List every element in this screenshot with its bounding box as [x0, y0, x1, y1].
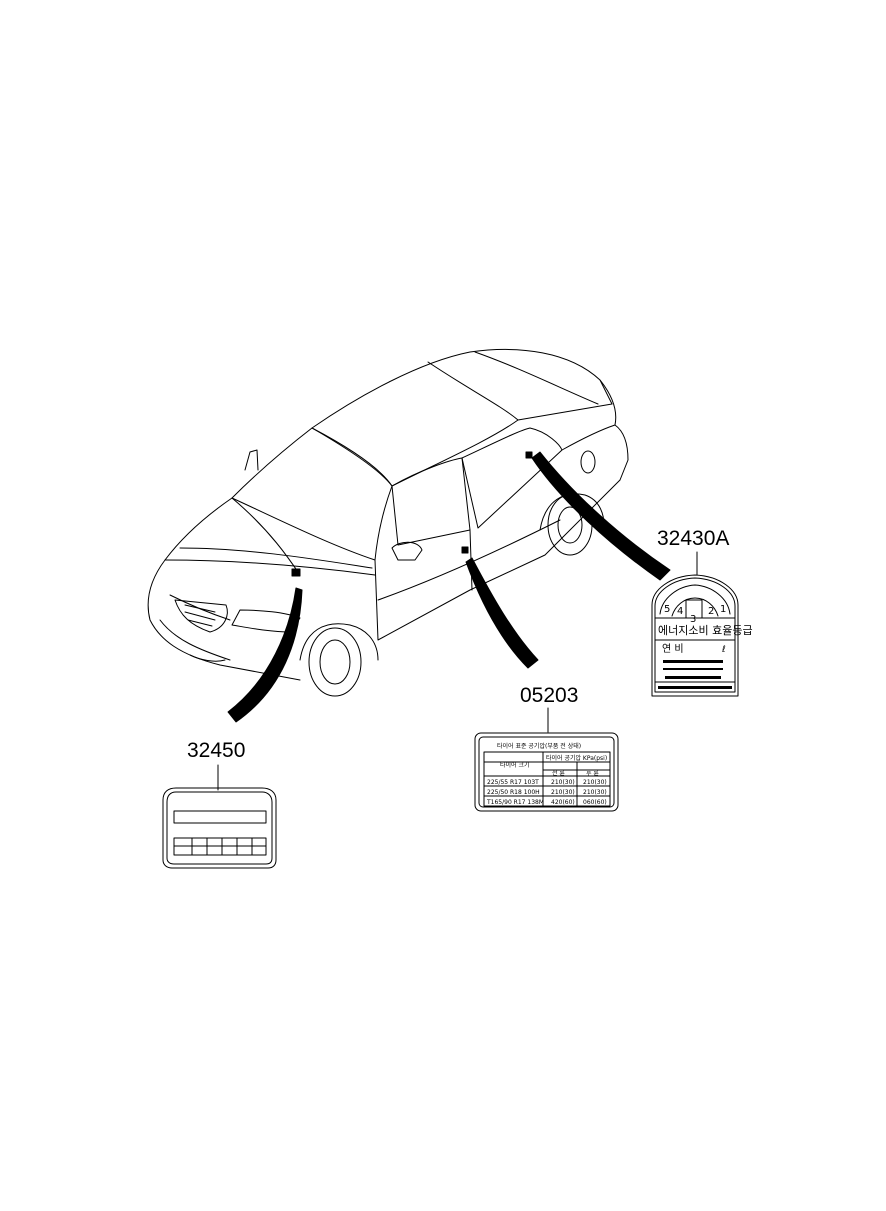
- energy-efficiency-label: 5 4 3 2 1 에너지소비 효율등급 연 비 ℓ: [651, 574, 753, 697]
- grade-mark: 2: [708, 606, 714, 617]
- tire-label-front-header: 전 륜: [552, 769, 565, 777]
- tire-pressure-label: 타이어 표준 공기압(부품 전 상태) 타이어 크기 타이어 공기압 KPa(p…: [474, 732, 619, 812]
- tire-label-title: 타이어 표준 공기압(부품 전 상태): [497, 742, 581, 750]
- leader-band-32430A: [531, 451, 671, 581]
- tire-label-rear-header: 후 륜: [586, 769, 599, 777]
- callout-05203: 05203: [520, 684, 579, 707]
- tire-label-row-rear: 210(30): [583, 779, 607, 786]
- tire-label-row-size: 225/55 R17 103T: [487, 779, 539, 786]
- grade-mark: 1: [720, 604, 726, 615]
- leader-lines: [217, 551, 698, 791]
- tire-label-row-size: T165/90 R17 138M: [486, 799, 544, 806]
- grade-mark: 3: [690, 614, 696, 625]
- tire-label-row-front: 210(30): [551, 779, 575, 786]
- leader-bands: [227, 451, 671, 723]
- energy-label-sub: 연 비: [662, 643, 684, 655]
- grade-mark: 4: [677, 606, 683, 617]
- tire-label-row-size: 225/50 R18 100H: [487, 789, 540, 796]
- callout-32450: 32450: [187, 739, 246, 762]
- leader-band-32450: [227, 587, 303, 723]
- energy-label-heading: 에너지소비 효율등급: [658, 624, 753, 637]
- tire-label-row-front: 420(60): [551, 799, 575, 806]
- vehicle-id-label: [162, 787, 277, 869]
- tire-label-row-rear: 210(30): [583, 789, 607, 796]
- tire-label-row-front: 210(30): [551, 789, 575, 796]
- energy-label-unit: ℓ: [721, 645, 726, 655]
- grade-marks: 5 4 3 2 1: [664, 604, 726, 625]
- tire-label-size-header: 타이어 크기: [500, 761, 530, 769]
- callout-32430A: 32430A: [657, 527, 730, 550]
- tire-label-pressure-header: 타이어 공기압 KPa(psi): [546, 754, 607, 762]
- car-illustration: [147, 348, 629, 697]
- leader-band-05203: [465, 557, 539, 669]
- grade-mark: 5: [664, 604, 670, 615]
- energy-label-dots: [658, 660, 732, 689]
- tire-label-row-rear: 060(60): [583, 799, 607, 806]
